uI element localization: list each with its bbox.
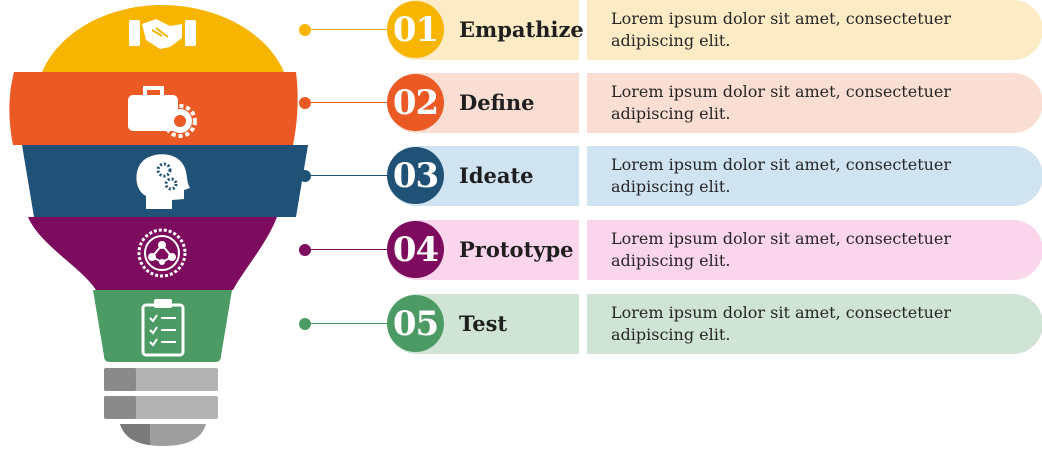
step-description: Lorem ipsum dolor sit amet, consectetuer… — [611, 9, 952, 50]
lightbulb-graphic — [9, 5, 308, 446]
connector-dot — [299, 244, 311, 256]
handshake-icon — [129, 19, 196, 49]
bulb-base-ring-1-shade — [104, 368, 136, 391]
step-row-ideate: 03 Ideate Lorem ipsum dolor sit amet, co… — [0, 146, 1042, 206]
step-number-badge: 05 — [387, 295, 444, 352]
step-description-box: Lorem ipsum dolor sit amet, consectetuer… — [587, 73, 1042, 133]
step-row-prototype: 04 Prototype Lorem ipsum dolor sit amet,… — [0, 220, 1042, 280]
step-title: Ideate — [459, 163, 534, 188]
connector-line — [311, 29, 391, 30]
bulb-base-cap-shade — [120, 424, 150, 445]
step-title: Empathize — [459, 17, 584, 42]
connector-dot — [299, 24, 311, 36]
step-row-empathize: 01 Empathize Lorem ipsum dolor sit amet,… — [0, 0, 1042, 60]
clipboard-checklist-icon — [141, 299, 185, 357]
network-gear-icon — [137, 228, 187, 278]
step-description: Lorem ipsum dolor sit amet, consectetuer… — [611, 229, 952, 270]
head-gears-icon — [136, 154, 190, 209]
step-description: Lorem ipsum dolor sit amet, consectetuer… — [611, 82, 952, 123]
briefcase-gear-icon — [128, 86, 197, 138]
step-title: Prototype — [459, 237, 574, 262]
step-number-badge: 04 — [387, 221, 444, 278]
step-title: Define — [459, 90, 535, 115]
connector-dot — [299, 170, 311, 182]
connector-line — [311, 249, 391, 250]
step-description: Lorem ipsum dolor sit amet, consectetuer… — [611, 155, 952, 196]
connector-dot — [299, 318, 311, 330]
step-title: Test — [459, 311, 508, 336]
connector-line — [311, 175, 391, 176]
step-description-box: Lorem ipsum dolor sit amet, consectetuer… — [587, 220, 1042, 280]
step-description: Lorem ipsum dolor sit amet, consectetuer… — [611, 303, 952, 344]
step-row-define: 02 Define Lorem ipsum dolor sit amet, co… — [0, 73, 1042, 133]
step-number-badge: 03 — [387, 147, 444, 204]
bulb-band-test — [93, 290, 232, 362]
step-description-box: Lorem ipsum dolor sit amet, consectetuer… — [587, 294, 1042, 354]
step-row-test: 05 Test Lorem ipsum dolor sit amet, cons… — [0, 294, 1042, 354]
step-number-badge: 01 — [387, 1, 444, 58]
connector-line — [311, 102, 391, 103]
connector-line — [311, 323, 391, 324]
step-number-badge: 02 — [387, 74, 444, 131]
connector-dot — [299, 97, 311, 109]
step-description-box: Lorem ipsum dolor sit amet, consectetuer… — [587, 0, 1042, 60]
step-description-box: Lorem ipsum dolor sit amet, consectetuer… — [587, 146, 1042, 206]
bulb-base-ring-2-shade — [104, 396, 136, 419]
